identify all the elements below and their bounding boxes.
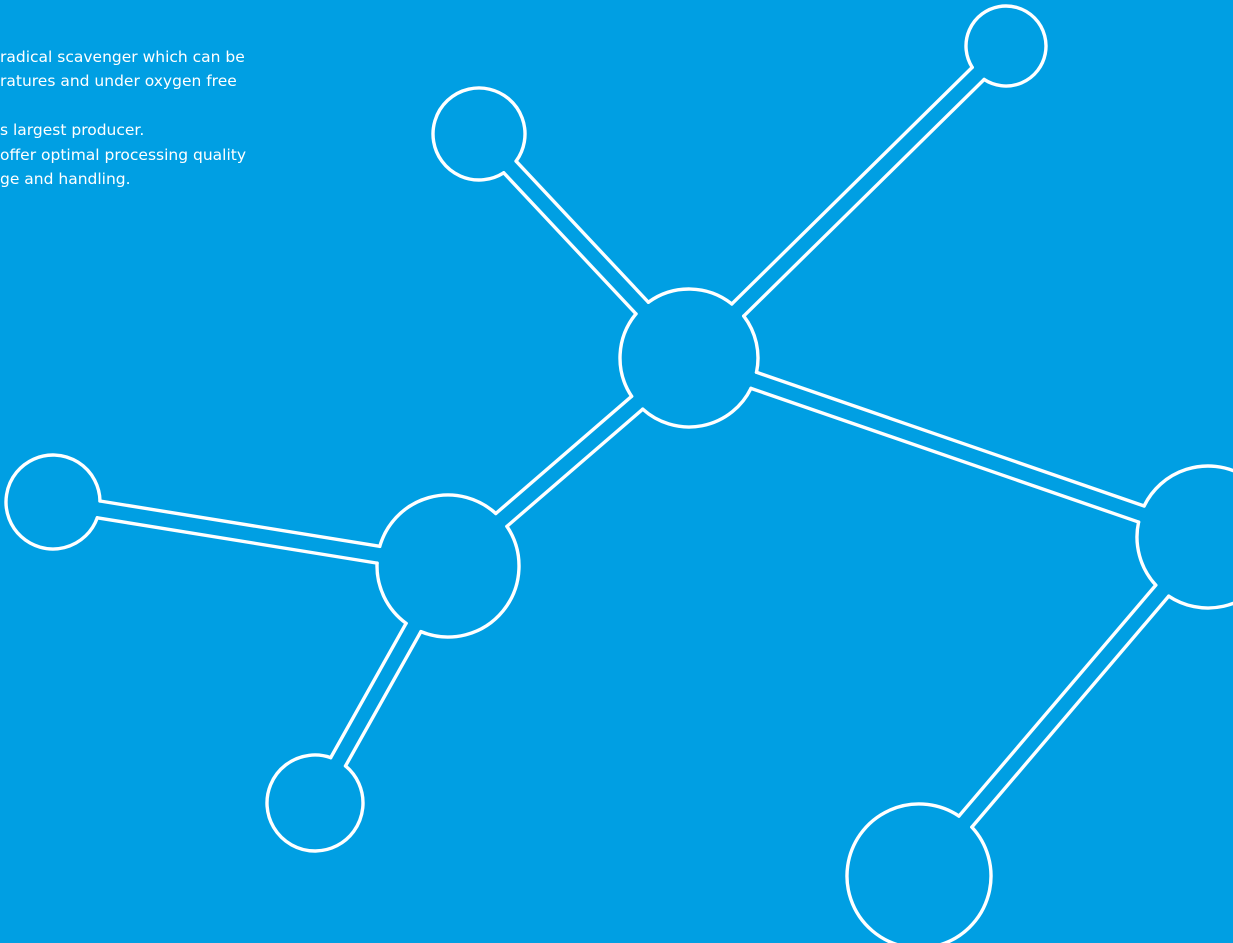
atom-bottom-left bbox=[265, 753, 365, 853]
molecule-bond-line bbox=[505, 407, 645, 529]
molecule-bond-line bbox=[95, 516, 379, 565]
atom-top-right bbox=[964, 4, 1048, 88]
atom-bottom-right bbox=[845, 802, 993, 943]
atom-middle-left bbox=[375, 493, 521, 639]
molecule-bond-line bbox=[343, 629, 423, 768]
intro-text-line bbox=[0, 94, 360, 118]
molecule-nodes bbox=[4, 4, 1233, 943]
intro-text-line: ratures and under oxygen free bbox=[0, 72, 237, 91]
intro-text-line: radical scavenger which can be bbox=[0, 48, 245, 66]
atom-center bbox=[618, 287, 760, 429]
intro-text-line: offer optimal processing quality bbox=[0, 145, 247, 164]
molecule-bond-line bbox=[514, 159, 651, 304]
molecule-bond-line bbox=[730, 65, 974, 306]
molecule-bond-line bbox=[754, 370, 1146, 508]
molecule-bond-line bbox=[494, 394, 634, 516]
atom-right bbox=[1135, 464, 1233, 610]
intro-text-line: ge and handling. bbox=[0, 169, 131, 188]
molecule-bond-line bbox=[502, 171, 638, 316]
intro-text-line: s largest producer. bbox=[0, 121, 145, 140]
molecule-bond-line bbox=[970, 594, 1171, 829]
molecule-bond-line bbox=[329, 621, 408, 760]
atom-top-left bbox=[431, 86, 527, 182]
intro-text-block: radical scavenger which can be ratures a… bbox=[0, 45, 360, 191]
molecule-bond-line bbox=[749, 386, 1141, 524]
atom-far-left bbox=[4, 453, 102, 551]
molecule-bond-line bbox=[742, 77, 986, 318]
molecule-bond-line bbox=[957, 583, 1158, 818]
molecule-bond-line bbox=[98, 499, 382, 549]
